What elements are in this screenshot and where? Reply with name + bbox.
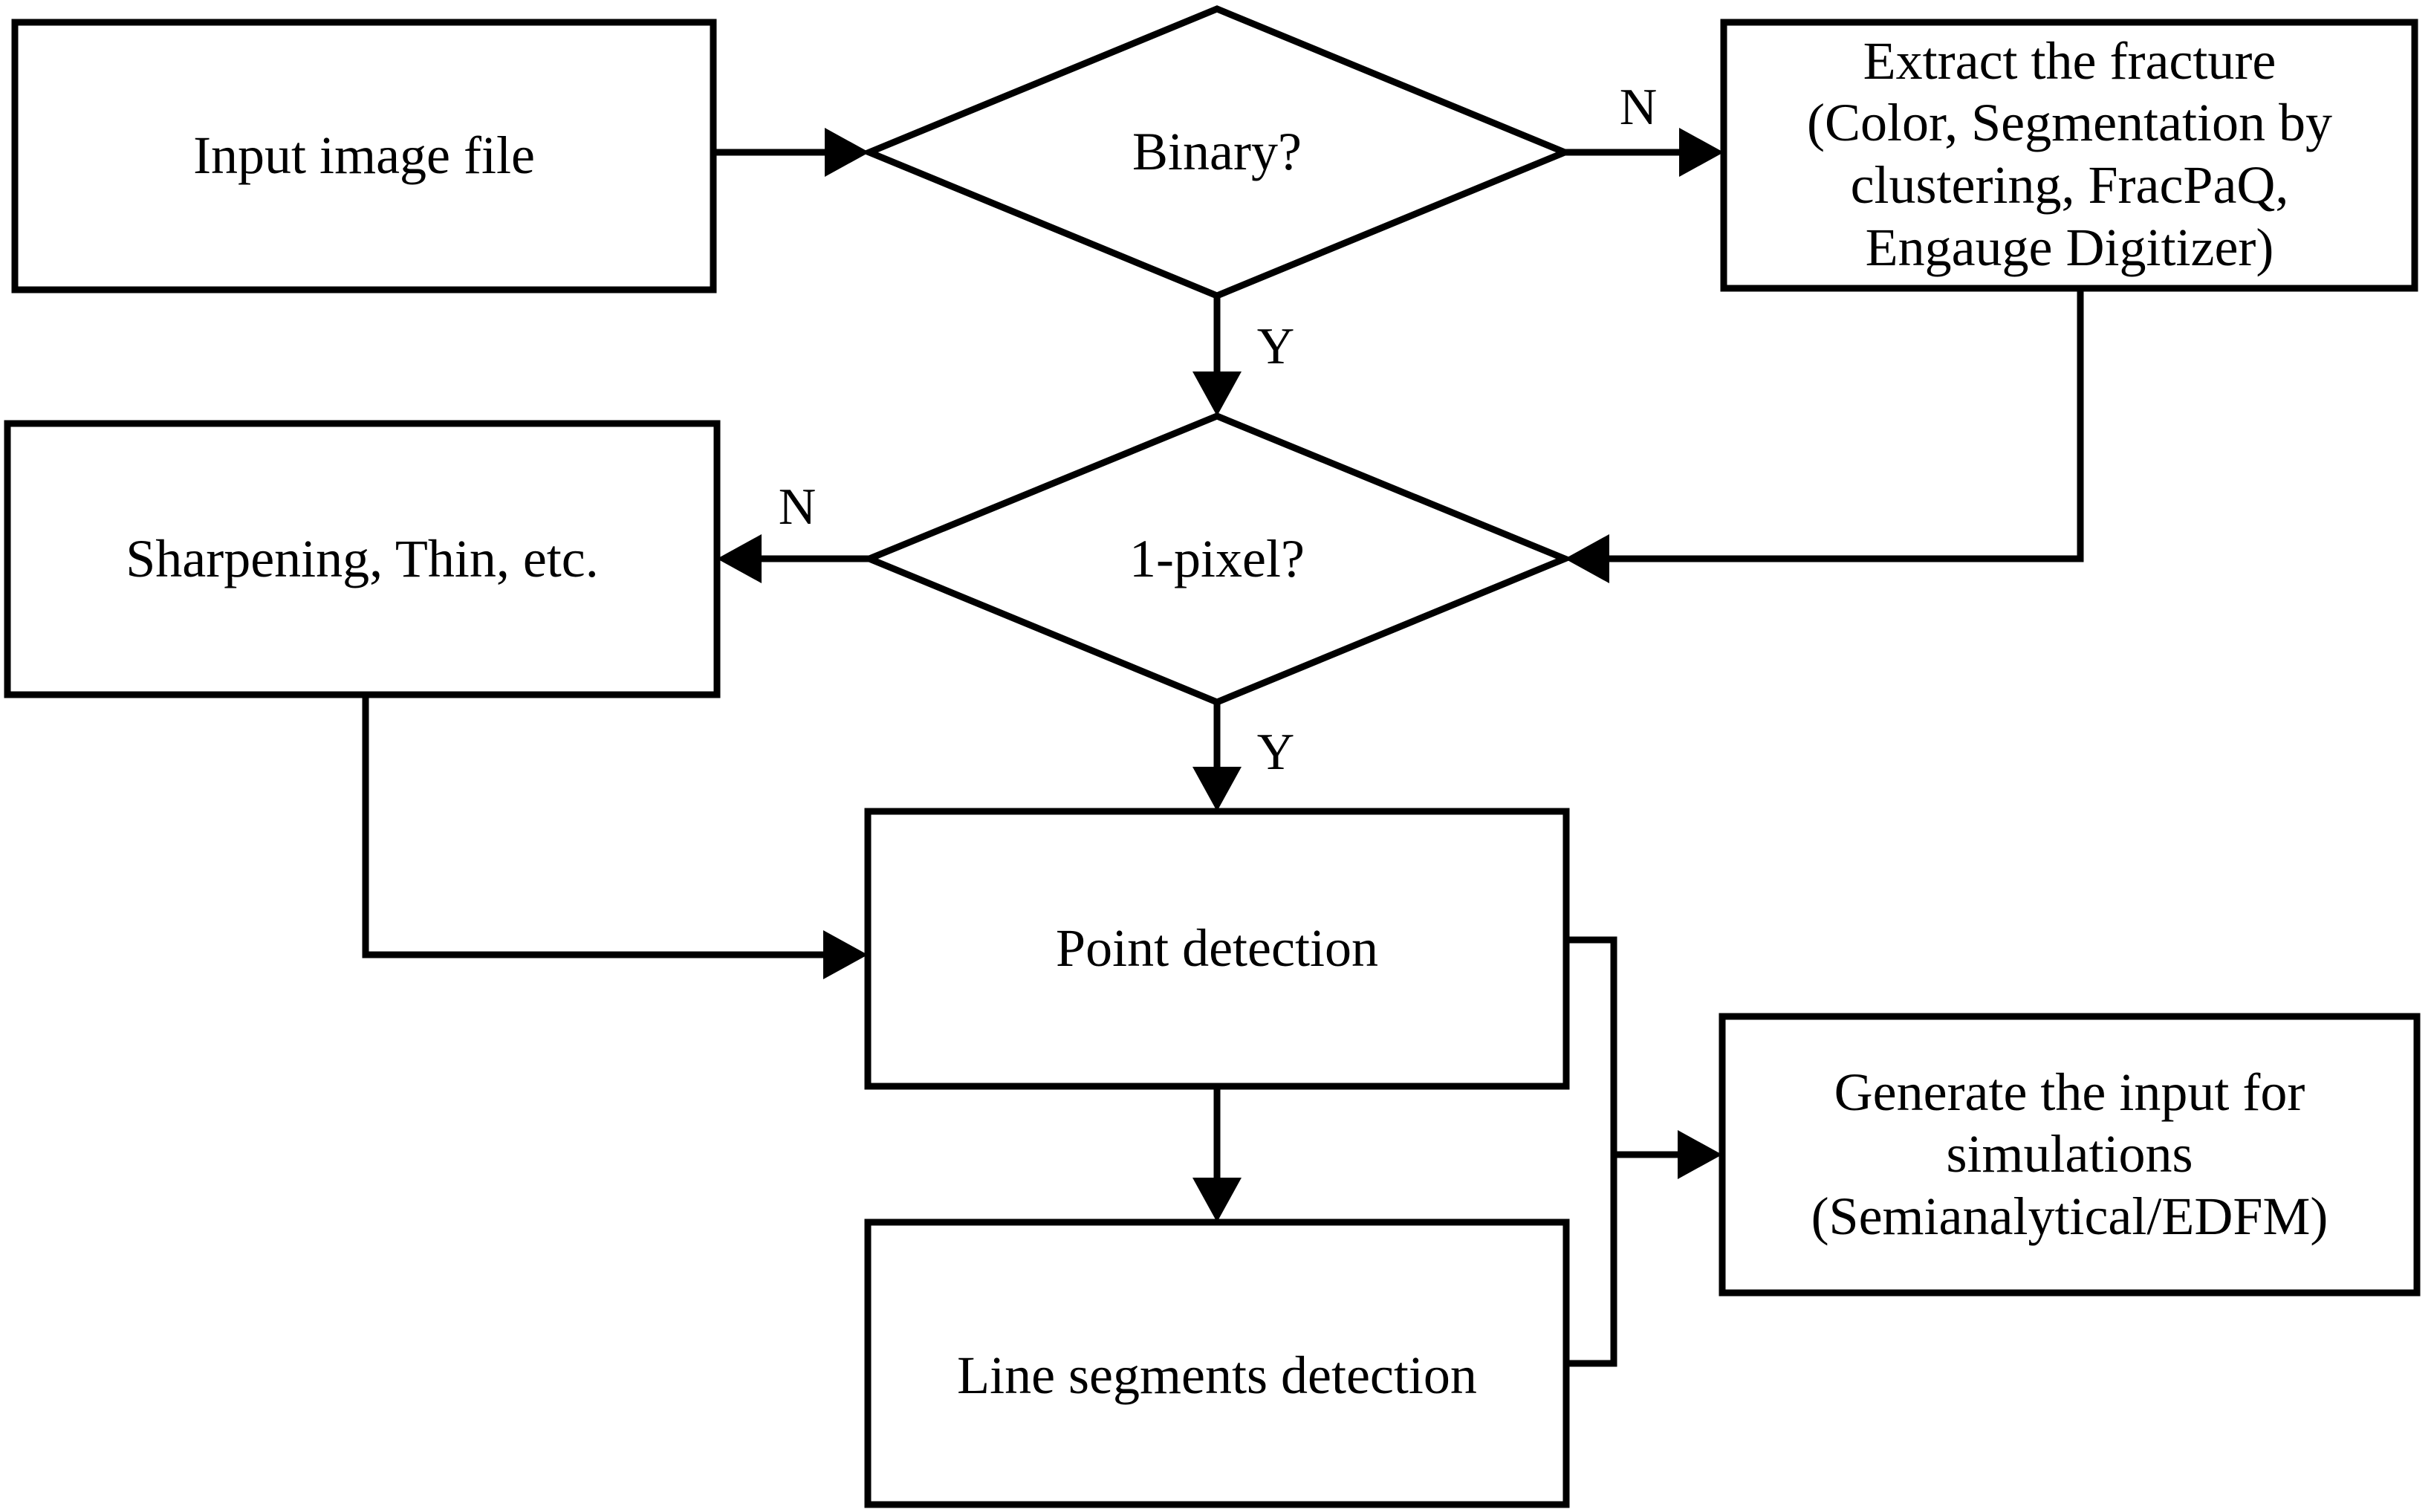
edge-label-binary-no: N [1619,79,1658,136]
arrowhead-merge-to-generate [1678,1130,1722,1179]
arrowhead-sharpening-to-pointdetection [823,930,868,979]
edge-label-one-pixel-yes: Y [1256,724,1295,781]
node-binary-decision-shape[interactable] [860,5,1574,299]
arrowhead-binary-yes-to-onepixel [1192,371,1242,416]
node-input-image-file-shape[interactable] [11,19,717,293]
arrowhead-pointdetection-to-linesegments [1192,1178,1242,1222]
node-point-detection-shape[interactable] [864,808,1570,1090]
arrowhead-onepixel-yes-to-pointdetection [1192,767,1242,811]
edge-sharpening-to-pointdetection [362,695,837,958]
node-line-segments-detection-shape[interactable] [864,1219,1570,1508]
edge-extract-to-onepixel [1596,288,2084,562]
arrowhead-binary-no-to-extract [1679,128,1724,177]
node-generate-input-shape[interactable] [1719,1013,2421,1297]
node-one-pixel-decision-shape[interactable] [860,412,1574,706]
edge-label-one-pixel-no: N [778,478,817,536]
arrowhead-extract-to-onepixel [1565,534,1609,583]
edge-pointdetection-to-generate [1566,936,1617,1155]
arrowhead-onepixel-no-to-sharpening [717,534,762,583]
edge-label-binary-yes: Y [1256,318,1295,375]
node-extract-fracture-shape[interactable] [1720,19,2418,292]
node-sharpening-thin-shape[interactable] [4,420,721,698]
edge-linesegments-to-generate [1566,1155,1617,1367]
arrowhead-input-to-binary [825,128,869,177]
